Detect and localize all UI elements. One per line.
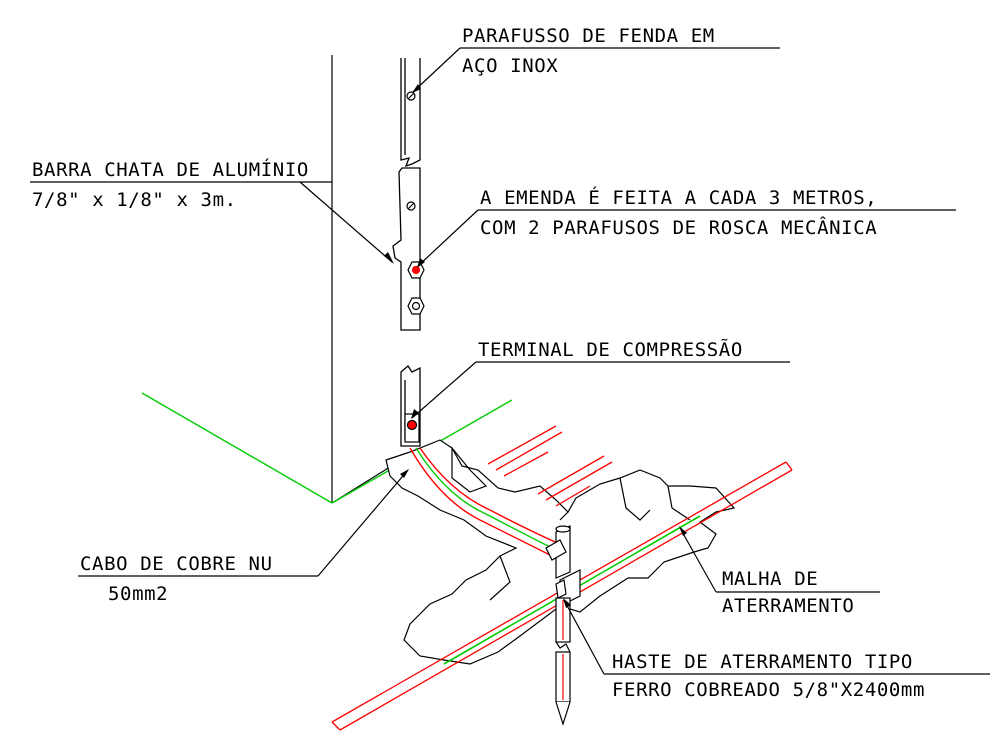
- label-splice-line2: COM 2 PARAFUSOS DE ROSCA MECÂNICA: [480, 216, 877, 239]
- label-cable-line2: 50mm2: [108, 583, 168, 605]
- aluminum-flat-bar: [392, 58, 421, 447]
- label-bar-line1: BARRA CHATA DE ALUMÍNIO: [32, 158, 309, 181]
- label-rod-line2: FERRO COBREADO 5/8"X2400mm: [612, 679, 925, 701]
- cable-clamps: [545, 525, 581, 607]
- copper-cable: [409, 447, 565, 559]
- leader-arrows: [384, 84, 687, 608]
- grounding-rod: [555, 597, 571, 726]
- leader-lines: [30, 47, 990, 675]
- label-screw-line2: AÇO INOX: [462, 55, 558, 77]
- label-screw-line1: PARAFUSSO DE FENDA EM: [462, 25, 715, 47]
- label-terminal: TERMINAL DE COMPRESSÃO: [478, 338, 743, 361]
- label-bar-line2: 7/8" x 1/8" x 3m.: [32, 189, 237, 211]
- label-rod-line1: HASTE DE ATERRAMENTO TIPO: [612, 651, 913, 673]
- compression-terminal: [404, 413, 420, 443]
- wall-corner: [331, 55, 391, 504]
- bar-screws: [406, 91, 425, 315]
- mesh-strokes: [487, 425, 613, 507]
- label-cable-line1: CABO DE COBRE NU: [80, 553, 273, 575]
- label-splice-line1: A EMENDA É FEITA A CADA 3 METROS,: [480, 186, 877, 209]
- label-mesh-line2: ATERRAMENTO: [722, 595, 854, 617]
- label-mesh-line1: MALHA DE: [722, 568, 818, 590]
